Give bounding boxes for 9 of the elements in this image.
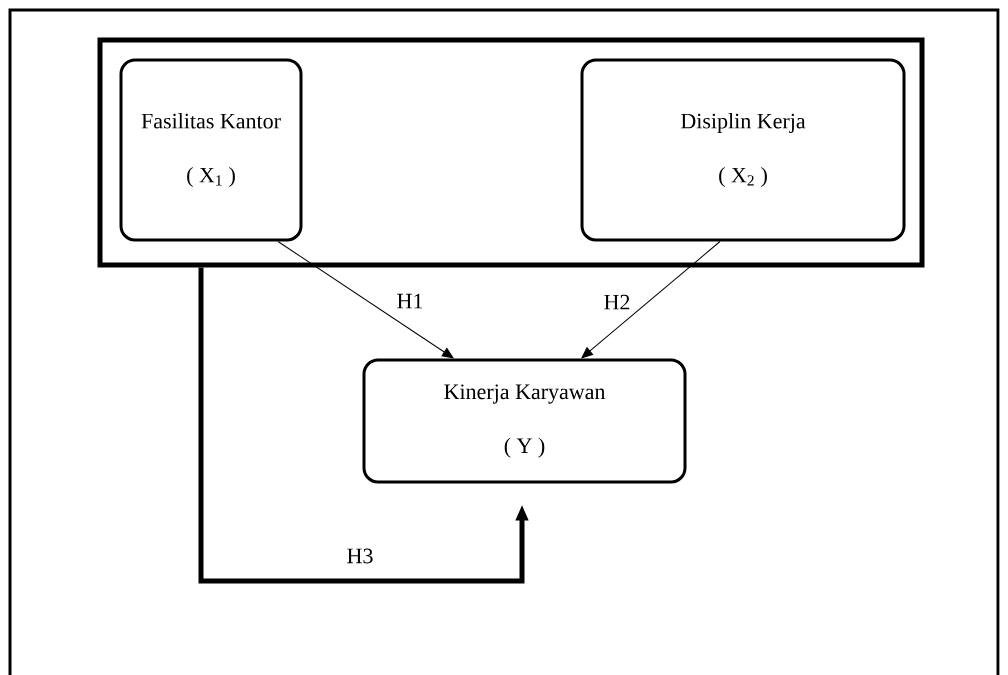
edge-label: H1 <box>395 292 425 310</box>
variable-box: Fasilitas Kantor ( X$_{1}$ ) <box>119 58 303 242</box>
variable-box: Disiplin Kerja ( X$_{2}$ ) <box>580 58 906 242</box>
arrow <box>581 241 721 359</box>
variable-box: Kinerja Karyawan ( Y ) <box>362 358 687 484</box>
edge-label: H2 <box>602 293 632 311</box>
arrow <box>277 241 454 359</box>
group-frame <box>97 37 925 268</box>
edge-label: H3 <box>345 547 375 565</box>
